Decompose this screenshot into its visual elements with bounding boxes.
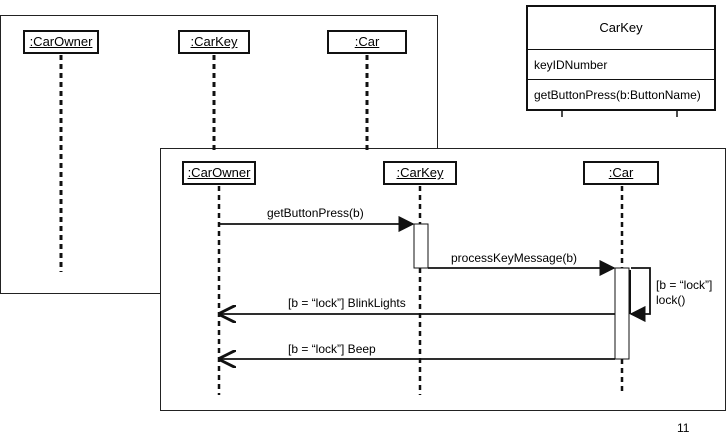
class-operation: getButtonPress(b:ButtonName): [528, 79, 714, 109]
msg-blinklights-label: [b = “lock”] BlinkLights: [288, 296, 406, 310]
front-diagram-frame: [160, 148, 726, 411]
msg-processkeymessage-label: processKeyMessage(b): [451, 251, 578, 265]
msg-beep-label: [b = “lock”] Beep: [288, 342, 376, 356]
front-lifeline-carkey: :CarKey: [383, 161, 457, 185]
class-box-carkey: CarKey keyIDNumber getButtonPress(b:Butt…: [526, 5, 716, 111]
page-number: 11: [677, 421, 690, 435]
back-lifeline-car: :Car: [327, 30, 407, 54]
msg-getbuttonpress-label: getButtonPress(b): [267, 206, 364, 220]
front-lifeline-car: :Car: [583, 161, 659, 185]
msg-self-lock-arrow: [629, 267, 651, 323]
activation-car-nested: [629, 270, 631, 314]
msg-self-guard-label: [b = “lock”]: [656, 278, 713, 292]
msg-self-lock-label: lock(): [656, 293, 686, 307]
front-lifeline-carowner: :CarOwner: [182, 161, 256, 185]
class-attribute: keyIDNumber: [528, 49, 714, 79]
back-lifeline-carowner: :CarOwner: [23, 30, 99, 54]
class-name: CarKey: [599, 20, 643, 35]
back-lifeline-carkey: :CarKey: [178, 30, 250, 54]
activation-car: [614, 267, 630, 360]
activation-carkey: [413, 223, 429, 269]
